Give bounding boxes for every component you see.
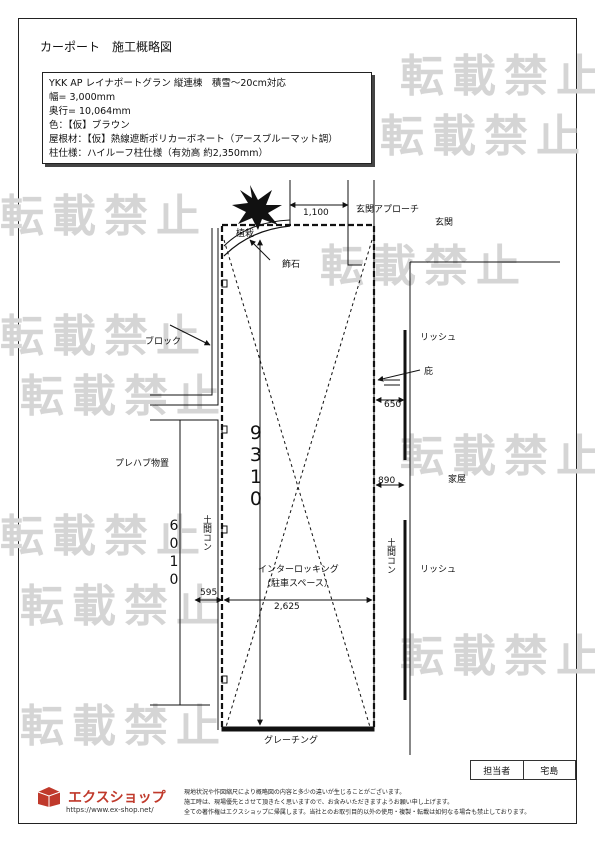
pillar — [221, 425, 228, 434]
spec-box: YKK AP レイナポートグラン 縦連棟 積雪～20cm対応 幅= 3,000m… — [42, 72, 372, 164]
pillar — [221, 525, 228, 534]
leader-block — [169, 324, 211, 346]
spec-product: YKK AP レイナポートグラン 縦連棟 積雪～20cm対応 — [49, 78, 286, 89]
grating-label: グレーチング — [264, 736, 319, 746]
watermark: 転載禁止 — [400, 431, 595, 482]
parking-space-label: （駐車スペース） — [262, 579, 333, 589]
footer-notes: 現地状況や作図縮尺により概略図の内容と多少の違いが生じることがございます。 施工… — [184, 788, 530, 818]
planting-label: 植栽 — [236, 229, 255, 239]
person-in-charge-box: 担当者 宅島 — [470, 760, 576, 780]
company-logo: エクスショップ — [36, 786, 166, 808]
plant-icon — [232, 185, 282, 230]
eaves-label: 庇 — [424, 367, 434, 377]
dim-6010-label: 6010 — [166, 518, 182, 590]
stone-label: 飾石 — [282, 260, 301, 270]
planting-edge — [223, 225, 291, 257]
dim-650-label: 650 — [384, 400, 402, 410]
house-label: 家屋 — [448, 475, 467, 485]
person-label: 担当者 — [483, 766, 511, 777]
page-title: カーポート 施工概略図 — [40, 40, 173, 54]
planting-edge — [223, 219, 291, 247]
dim-890-label: 890 — [378, 476, 396, 486]
person-name: 宅島 — [522, 761, 576, 779]
watermark: 転載禁止 — [20, 371, 228, 422]
dirt-concrete-left-label: 土間コン — [201, 515, 211, 551]
footer-line: 現地状況や作図縮尺により概略図の内容と多少の違いが生じることがございます。 — [184, 789, 406, 796]
footer-line: 全ての著作権はエクスショップに帰属します。当社とのお取引目的以外の使用・複製・転… — [184, 809, 531, 816]
storage-label: プレハブ物置 — [115, 459, 170, 469]
roof-diagonal — [225, 239, 373, 728]
company-url: https://www.ex-shop.net/ — [66, 806, 154, 814]
spec-color: 色：【仮】ブラウン — [49, 120, 130, 131]
watermark: 転載禁止 — [20, 581, 228, 632]
pillar — [221, 675, 228, 684]
watermark: 転載禁止 — [400, 631, 595, 682]
spec-depth: 奥行= 10,064mm — [49, 106, 131, 117]
box-logo-icon — [37, 787, 61, 807]
grating — [221, 726, 375, 732]
watermark: 転載禁止 — [380, 111, 588, 162]
spec-roof: 屋根材：【仮】熱線遮断ポリカーボネート（アースブルーマット調） — [49, 134, 338, 145]
dirt-concrete-right-label: 土間コン — [385, 538, 395, 574]
watermark: 転載禁止 — [0, 511, 208, 562]
dim-595-label: 595 — [200, 588, 218, 598]
leader-eaves — [377, 369, 421, 382]
dim-2625-label: 2,625 — [274, 602, 300, 612]
watermark: 転載禁止 — [0, 191, 208, 242]
watermark: 転載禁止 — [320, 241, 528, 292]
watermark: 転載禁止 — [20, 701, 228, 752]
block-label: ブロック — [145, 337, 182, 347]
dim-9310-label: 9310 — [244, 422, 267, 510]
watermark: 転載禁止 — [400, 51, 595, 102]
entrance-approach-label: 玄関アプローチ — [356, 205, 420, 215]
approach-wall — [347, 180, 362, 266]
roof-diagonal — [223, 239, 371, 728]
spec-pillar: 柱仕様：ハイルーフ柱仕様（有効高 約2,350mm） — [49, 148, 268, 159]
entrance-label: 玄関 — [435, 218, 454, 228]
sash-top-label: リッシュ — [420, 333, 457, 343]
spec-width: 幅= 3,000mm — [49, 92, 116, 103]
interlocking-label: インターロッキング — [258, 565, 339, 575]
leader-stone — [249, 239, 271, 261]
block-wall-inner — [150, 228, 219, 406]
sash-bottom-label: リッシュ — [420, 565, 457, 575]
page-frame — [18, 18, 577, 824]
block-wall-outer — [150, 228, 213, 396]
footer-line: 施工時は、現場優先とさせて頂きたく思いますので、お含みいただきますようお願い申し… — [184, 799, 454, 806]
dim-1100-label: 1,100 — [303, 208, 329, 218]
company-name: エクスショップ — [68, 790, 166, 806]
watermark: 転載禁止 — [0, 311, 208, 362]
pillar — [221, 279, 228, 288]
